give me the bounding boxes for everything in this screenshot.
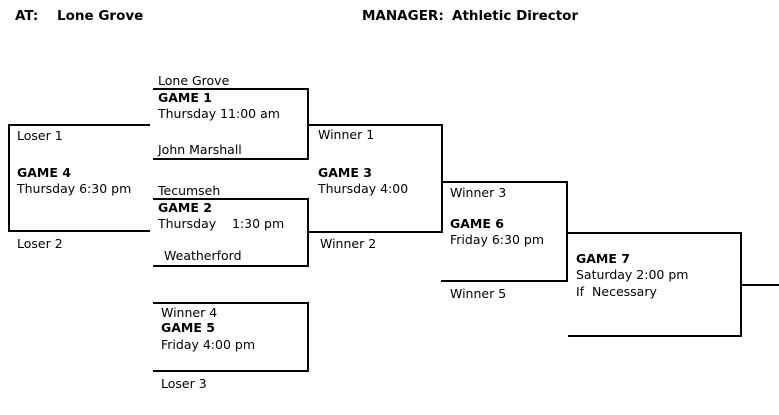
game5-bottom-line — [153, 370, 309, 372]
game1-top-line — [153, 88, 309, 90]
game2-bottom-team: Weatherford — [164, 248, 242, 263]
game6-bottom-feeder: Winner 5 — [450, 286, 507, 301]
game5-title: GAME 5 — [161, 320, 215, 335]
game2-schedule: Thursday 1:30 pm — [158, 216, 285, 231]
game3-vertical-line — [441, 124, 443, 233]
game3-schedule: Thursday 4:00 — [318, 181, 409, 196]
game4-top-feeder: Loser 1 — [17, 128, 63, 143]
at-value: Lone Grove — [57, 8, 144, 24]
manager-label: MANAGER: — [362, 8, 444, 24]
game4-schedule: Thursday 6:30 pm — [17, 181, 132, 196]
game1-bottom-team: John Marshall — [158, 142, 242, 157]
game3-bottom-line — [307, 231, 443, 233]
game2-bottom-line — [153, 265, 309, 267]
game7-title: GAME 7 — [576, 251, 630, 266]
game4-title: GAME 4 — [17, 165, 71, 180]
game5-vertical-line — [307, 302, 309, 372]
game6-schedule: Friday 6:30 pm — [450, 232, 545, 247]
game1-title: GAME 1 — [158, 90, 212, 105]
manager-value: Athletic Director — [452, 8, 579, 24]
game3-title: GAME 3 — [318, 165, 372, 180]
game4-vertical-line — [8, 124, 10, 232]
game2-top-line — [153, 198, 309, 200]
champion-line — [740, 284, 779, 286]
game6-top-feeder: Winner 3 — [450, 185, 507, 200]
game5-top-feeder: Winner 4 — [161, 305, 218, 320]
game6-top-line — [441, 181, 568, 183]
game4-bottom-feeder: Loser 2 — [17, 236, 63, 251]
game4-bottom-line — [8, 230, 150, 232]
game7-bottom-line — [568, 335, 742, 337]
game3-top-line — [307, 124, 443, 126]
game1-top-team: Lone Grove — [158, 73, 230, 88]
game3-top-feeder: Winner 1 — [318, 127, 375, 142]
game5-bottom-feeder: Loser 3 — [161, 376, 207, 391]
game5-schedule: Friday 4:00 pm — [161, 337, 256, 352]
game7-top-line — [566, 232, 742, 234]
game5-top-line — [153, 302, 309, 304]
at-label: AT: — [15, 8, 39, 24]
game7-note: If Necessary — [576, 284, 657, 299]
game7-schedule: Saturday 2:00 pm — [576, 267, 689, 282]
game2-title: GAME 2 — [158, 200, 212, 215]
game6-title: GAME 6 — [450, 216, 504, 231]
game6-vertical-line — [566, 181, 568, 282]
game4-top-line — [8, 124, 150, 126]
game1-schedule: Thursday 11:00 am — [158, 106, 280, 121]
game1-bottom-line — [153, 158, 309, 160]
game6-bottom-line — [441, 280, 568, 282]
game2-top-team: Tecumseh — [158, 183, 221, 198]
game3-bottom-feeder: Winner 2 — [320, 236, 377, 251]
